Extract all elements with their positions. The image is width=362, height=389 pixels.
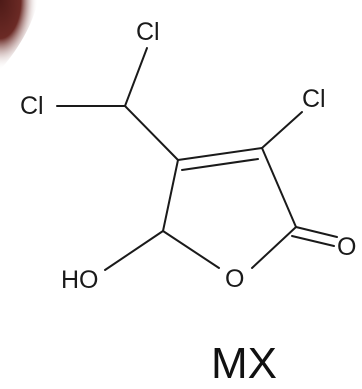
bond-c4-c3-double [181, 158, 259, 171]
bond-c5-c4 [162, 159, 179, 232]
atom-cl-right: Cl [302, 85, 326, 113]
bond-c3-cl-right [261, 111, 303, 149]
bond-c2-o-carbonyl [295, 226, 338, 238]
bond-c2-o-carbonyl-double [291, 235, 335, 247]
bond-c4-c3 [177, 147, 263, 161]
atom-cl-left: Cl [20, 92, 44, 120]
bond-o-ring-c5 [162, 230, 220, 269]
molecule-name-caption: MX [211, 339, 277, 388]
atom-hydroxyl: HO [61, 266, 99, 294]
bond-chcl2-ring [124, 105, 179, 161]
atom-oxygen-ring: O [225, 265, 244, 293]
bond-c2-o-ring [251, 226, 297, 269]
bond-c5-ho [104, 230, 164, 271]
corner-shadow [0, 0, 38, 70]
atom-cl-top: Cl [136, 18, 160, 46]
atom-oxygen-carbonyl: O [337, 233, 356, 261]
bond-c3-c2 [261, 147, 297, 228]
bond-chcl2-cl-top [124, 47, 148, 107]
